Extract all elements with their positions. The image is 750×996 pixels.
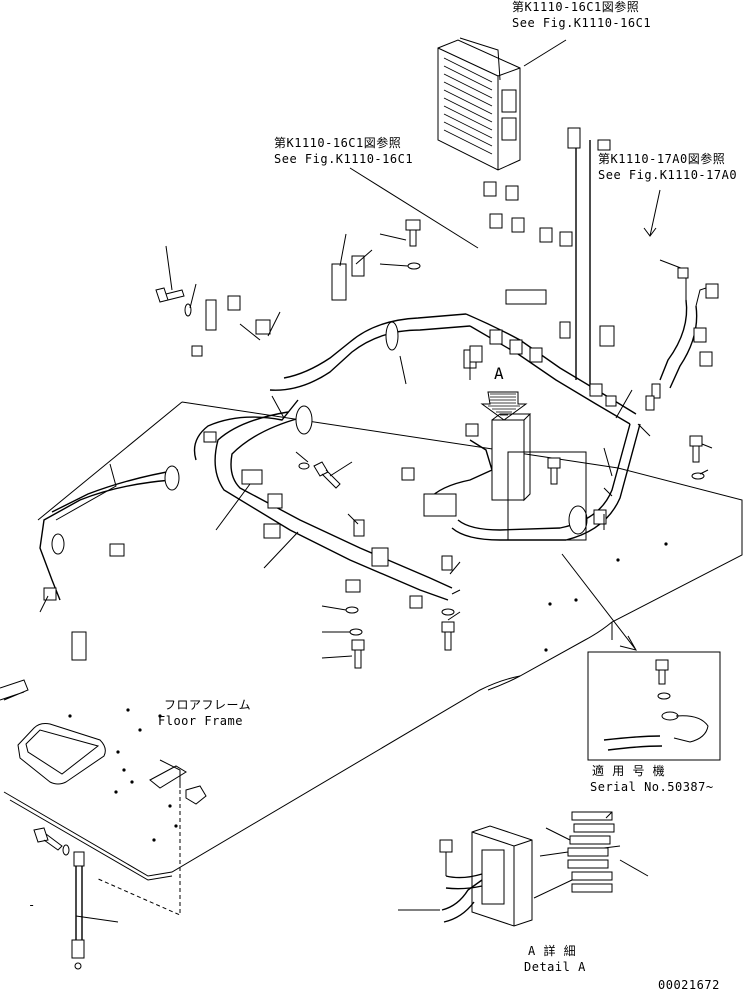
floor-frame-plate [0,401,743,916]
wire-harness-main [39,140,713,601]
ref-16c1-top-en: See Fig.K1110-16C1 [512,16,652,30]
serial-note-jp: 適 用 号 機 [592,764,666,778]
ref-17a0-jp: 第K1110-17A0図参照 [598,152,726,166]
inset-box-mid [507,451,587,541]
bolts-and-washers [155,219,705,669]
ref-17a0-en: See Fig.K1110-17A0 [598,168,738,182]
detail-a-jp: A 詳 細 [528,944,577,958]
floor-frame-jp: フロアフレーム [164,698,252,712]
marker-a-label: A [494,364,505,383]
harness-connectors [43,127,719,661]
marker-a-arrow [480,391,528,421]
leader-lines [39,39,713,923]
detail-a-en: Detail A [524,960,586,974]
drawing-number: 00021672 [658,978,720,992]
dash-mark: - [28,898,36,912]
serial-note-en: Serial No.50387~ [590,780,714,794]
serial-inset [561,553,721,761]
ref-16c1-mid-jp: 第K1110-16C1図参照 [274,136,402,150]
detail-a-drawing [398,811,615,927]
harness-clamps [51,321,607,555]
floor-frame-en: Floor Frame [158,714,243,728]
ref-16c1-mid-en: See Fig.K1110-16C1 [274,152,414,166]
ref-16c1-top-jp: 第K1110-16C1図参照 [512,0,640,14]
controller-unit [437,37,521,171]
ground-strap [33,827,85,970]
